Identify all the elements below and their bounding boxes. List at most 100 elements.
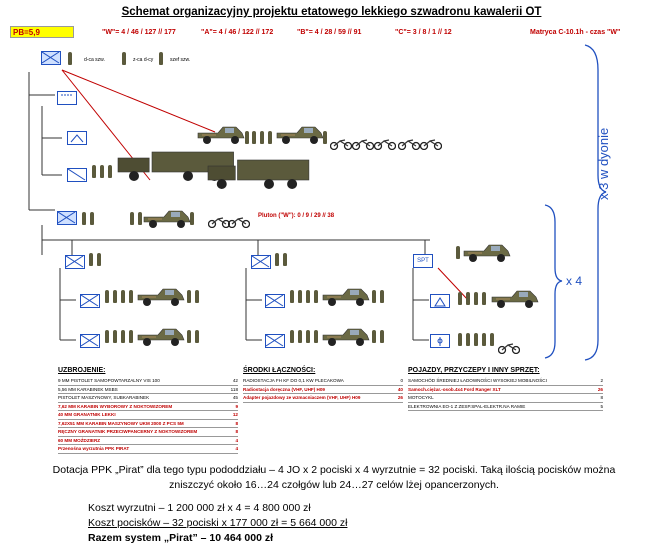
soldier-figure [466,333,470,346]
motorcycle-icon [228,214,250,228]
soldier-figure [275,253,279,266]
soldier-figure [195,290,199,303]
soldier-figure [298,330,302,343]
soldier-figure [105,330,109,343]
uzbrojenie-row-name: 60 MM MOŹDZIERZ [58,437,100,445]
comms-header: ŚRODKI ŁĄCZNOŚCI: [243,367,403,377]
pickup-truck-icon [142,208,192,230]
lacznosc-row: Radiostacja doręczna (VHF, UHF) H09 40 [243,386,403,395]
motorcycle-icon [398,136,420,150]
section-1-symbol [65,255,85,269]
soldier-figure [129,290,133,303]
pojazdy-row-qty: 26 [598,386,603,394]
soldier-figure [380,290,384,303]
squadron-hq-symbol [41,51,61,65]
pickup-truck-icon [321,326,371,348]
lacznosc-row-name: Radiostacja doręczna (VHF, UHF) H09 [243,386,325,394]
motorcycle-icon [330,136,352,150]
motorcycle-icon [352,136,374,150]
pojazdy-row: MOTOCYKL 8 [408,394,603,403]
soldier-figure [314,330,318,343]
soldier-figure [298,290,302,303]
hq-label-1: d-ca szw. [84,57,105,63]
soldier-figure [380,330,384,343]
soldier-figure [458,292,462,305]
squad-1b-symbol [80,334,100,348]
soldier-figure [252,131,256,144]
uzbrojenie-row-name: PISTOLET MASZYNOWY, SUBKARABINEK [58,394,149,402]
soldier-figure [482,292,486,305]
soldier-figure [456,246,460,259]
soldier-figure [245,131,249,144]
soldier-figure [306,290,310,303]
squad-2a-symbol [265,294,285,308]
uzbrojenie-row-name: 40 MM GRANATNIK LEKKI [58,411,116,419]
soldier-figure [159,52,163,65]
uzbrojenie-row-qty: 4 [235,437,238,445]
pickup-truck-icon [275,124,325,146]
weapons-table: UZBROJENIE: 9 MM PISTOLET SAMOPOWTARZALN… [58,367,238,454]
soldier-figure [68,52,72,65]
soldier-figure [306,330,310,343]
platoon-label: Pluton ("W"): 0 / 9 / 29 // 38 [258,213,334,219]
soldier-figure [314,290,318,303]
soldier-figure [260,131,264,144]
lacznosc-row-qty: 26 [398,394,403,402]
pojazdy-row-name: MOTOCYKL [408,394,434,402]
uzbrojenie-row-name: 9 MM PISTOLET SAMOPOWTARZALNY VIS 100 [58,377,160,385]
medical-unit-symbol [67,168,87,182]
motorcycle-icon [420,136,442,150]
pojazdy-row-name: SAMOCHÓD ŚREDNIEJ ŁADOWNOŚCI WYSOKIEJ MO… [408,377,547,385]
pojazdy-row-qty: 8 [600,394,603,402]
logistics-unit-symbol [67,131,87,145]
uzbrojenie-row: RĘCZNY GRANATNIK PRZECIWPANCERNY Z NOKTO… [58,428,238,437]
squad-2b-symbol [265,334,285,348]
uzbrojenie-row: 60 MM MOŹDZIERZ 4 [58,437,238,446]
uzbrojenie-row-qty: 8 [235,428,238,436]
uzbrojenie-row-qty: 45 [233,394,238,402]
x3-label: x 3 w dyonie [596,128,611,200]
soldier-figure [129,330,133,343]
soldier-figure [108,165,112,178]
pojazdy-row: ELEKTROWNIA EO-1 Z ZESP.SPAL-ELEKTR.NA R… [408,403,603,412]
pojazdy-row: SAMOCHÓD ŚREDNIEJ ŁADOWNOŚCI WYSOKIEJ MO… [408,377,603,386]
section-2-symbol [251,255,271,269]
uzbrojenie-row-qty: 118 [231,386,238,394]
pickup-truck-icon [196,124,246,146]
platoon-symbol [57,211,77,225]
soldier-figure [97,253,101,266]
lacznosc-row-qty: 40 [398,386,403,394]
soldier-figure [490,333,494,346]
hq-label-3: szef szw. [170,57,190,63]
soldier-figure [195,330,199,343]
uzbrojenie-row-qty: 9 [235,403,238,411]
lacznosc-row-qty: 0 [400,377,403,385]
antitank-symbol [430,294,450,308]
soldier-figure [122,52,126,65]
lacznosc-row: RADIOSTACJA FH KF DO 0,1 KW PLECAKOWA0 [243,377,403,386]
pickup-truck-icon [462,242,512,264]
soldier-figure [89,253,93,266]
hq-label-2: z-ca d-cy [133,57,153,63]
uzbrojenie-row-qty: 4 [235,445,238,453]
cost-total: Razem system „Pirat” – 10 464 000 zł [88,532,273,544]
soldier-figure [121,330,125,343]
mortar-symbol [430,334,450,348]
soldier-figure [92,165,96,178]
soldier-figure [474,333,478,346]
cost-launchers: Koszt wyrzutni – 1 200 000 zł x 4 = 4 80… [88,502,311,514]
uzbrojenie-row-name: 5,56 MM KARABINEK MSBS [58,386,118,394]
uzbrojenie-row: PISTOLET MASZYNOWY, SUBKARABINEK 45 [58,394,238,403]
org-tree-lines [0,0,663,370]
ppk-paragraph: Dotacja PPK „Pirat” dla tego typu pododd… [34,463,634,493]
squad-1a-symbol [80,294,100,308]
cost-missiles: Koszt pocisków – 32 pociski x 177 000 zł… [88,517,347,529]
soldier-figure [290,330,294,343]
soldier-figure [466,292,470,305]
uzbrojenie-row: 7,62X51 MM KARABIN MASZYNOWY UKM 2000 Z … [58,420,238,429]
soldier-figure [100,165,104,178]
soldier-figure [105,290,109,303]
